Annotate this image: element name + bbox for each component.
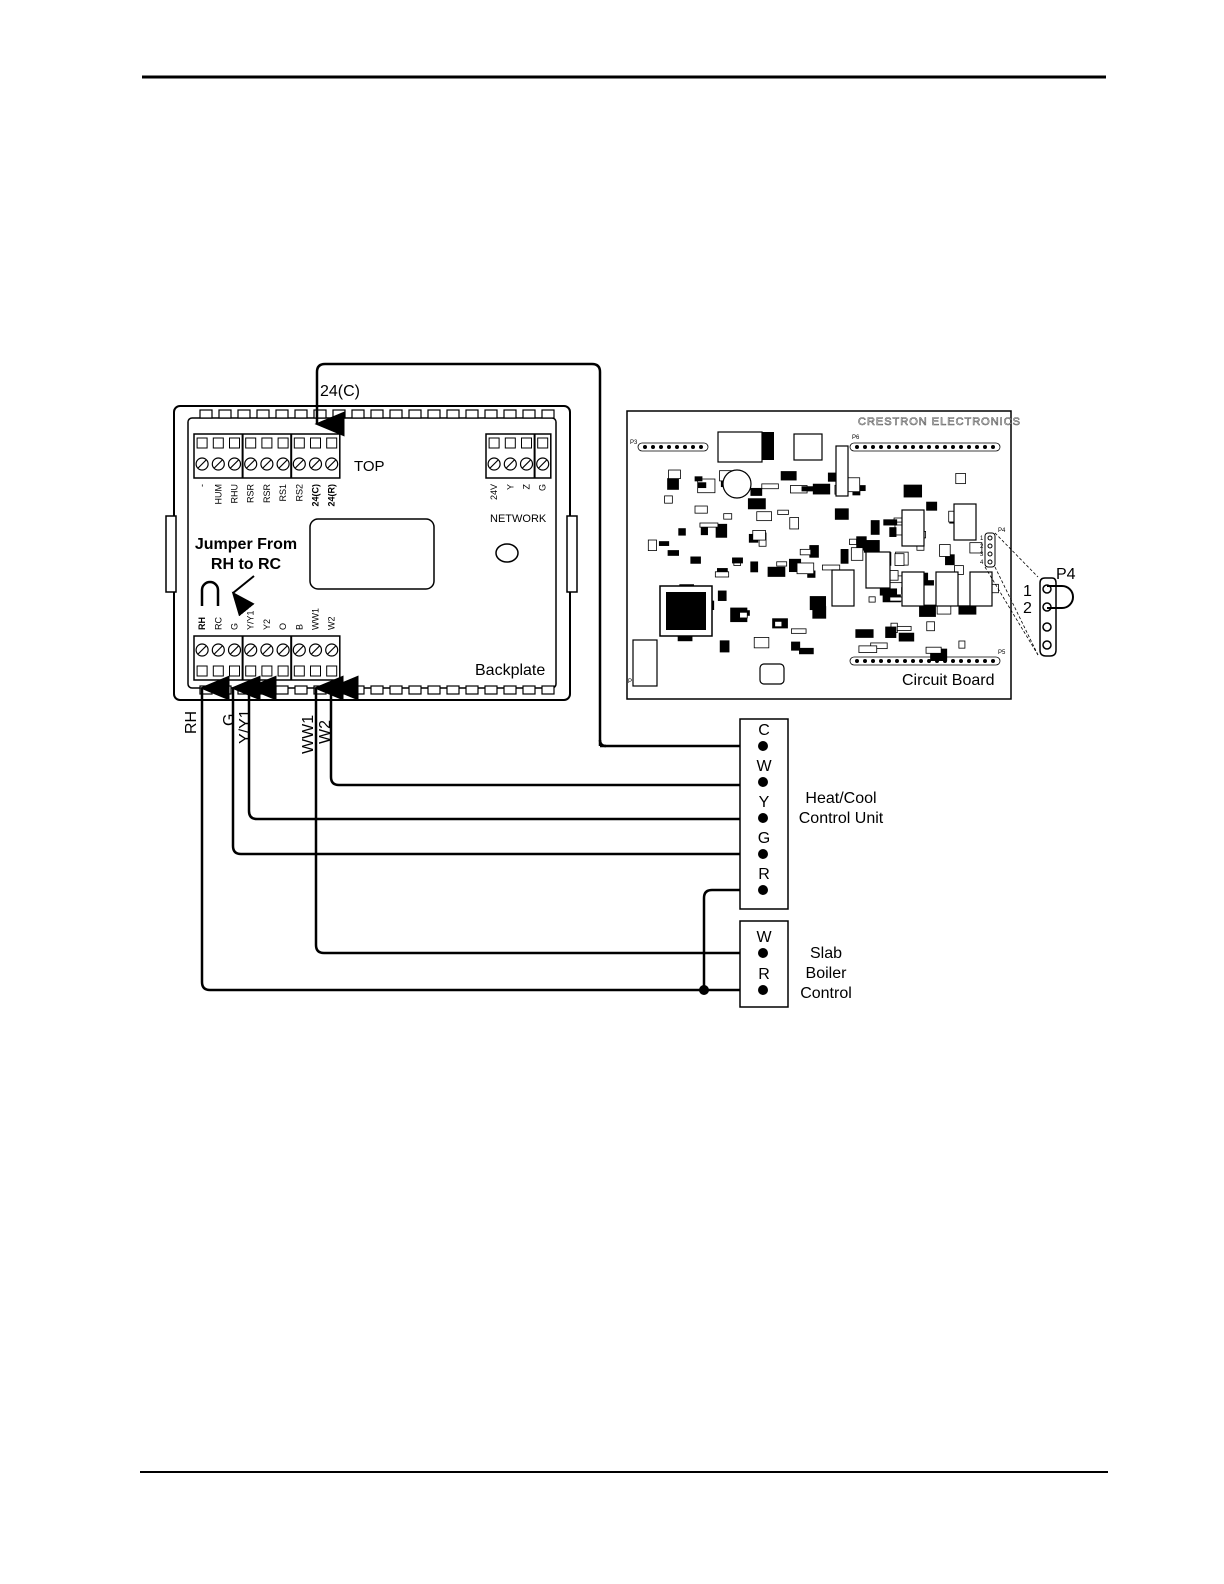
p4-label: P4 <box>1056 566 1076 583</box>
heat-cool-terminal-dot <box>758 741 768 751</box>
connector-p6: P6 <box>852 435 860 441</box>
bottom-terminal-label: B <box>294 624 304 630</box>
connector-p3: P3 <box>630 440 638 446</box>
top-terminal-label: RS1 <box>278 484 288 502</box>
heat-cool-unit: C W Y G R Heat/Cool Control Unit <box>740 719 884 909</box>
top-label: TOP <box>354 458 385 475</box>
circuit-board-title: Circuit Board <box>902 672 994 689</box>
bottom-terminal-label: WW1 <box>311 608 321 630</box>
jumper-note-line2: RH to RC <box>211 556 282 573</box>
bottom-terminal-label: O <box>278 623 288 630</box>
top-terminal-label: RSR <box>262 484 272 504</box>
slab-terminal-dot <box>758 985 768 995</box>
wire-ww1 <box>316 688 763 953</box>
wire-yy1 <box>249 688 763 819</box>
bottom-terminal-label: Y2 <box>262 619 272 630</box>
board-brand: CRESTRON ELECTRONICS <box>858 416 1021 428</box>
slab-title-line2: Boiler <box>806 965 848 982</box>
wire-label-w2: W2 <box>317 720 334 744</box>
network-label: NETWORK <box>490 513 547 525</box>
wire-w2 <box>331 688 763 785</box>
connector-p4: P4 <box>998 528 1006 534</box>
top-terminal-label: HUM <box>213 484 223 505</box>
wire-label-ww1: WW1 <box>300 715 317 754</box>
heat-cool-terminal-g: G <box>758 830 770 847</box>
circuit-board: CRESTRON ELECTRONICS P3 P6 P5 P1 P4 Circ… <box>627 411 1076 699</box>
slab-terminal-w: W <box>756 929 772 946</box>
heat-cool-terminal-r: R <box>758 866 770 883</box>
network-terminal-label: 24V <box>489 484 499 500</box>
bottom-terminal-label: RC <box>213 617 223 630</box>
bottom-terminal-label: W2 <box>327 617 337 631</box>
bottom-terminal-label: G <box>230 623 240 630</box>
connector-p5: P5 <box>998 650 1006 656</box>
wire-label-g: G <box>221 714 238 726</box>
network-terminal-label: G <box>538 484 548 491</box>
heat-cool-title-line1: Heat/Cool <box>805 790 876 807</box>
sensor-oval <box>496 544 518 562</box>
slab-boiler-control: W R Slab Boiler Control <box>740 921 852 1007</box>
heat-cool-terminal-dot <box>758 813 768 823</box>
bottom-terminal-label: RH <box>197 617 207 630</box>
slab-title-line1: Slab <box>810 945 842 962</box>
display-window <box>310 519 434 589</box>
top-terminal-label: RS2 <box>294 484 304 502</box>
slab-terminal-dot <box>758 948 768 958</box>
p4-pin2: 2 <box>1023 600 1032 617</box>
wire-label-yy1: Y/Y1 <box>237 709 254 744</box>
wire-label-24c: 24(C) <box>320 383 360 400</box>
top-terminal-label: RHU <box>230 484 240 504</box>
heat-cool-terminal-w: W <box>756 758 772 775</box>
wire-label-rh: RH <box>183 711 200 734</box>
slab-title-line3: Control <box>800 985 852 1002</box>
heat-cool-terminal-y: Y <box>759 794 770 811</box>
jumper-note-line1: Jumper From <box>195 536 297 553</box>
wire-g <box>233 688 763 854</box>
top-terminal-label: 24(C) <box>311 484 321 507</box>
top-terminal-label: 24(R) <box>327 484 337 507</box>
heat-cool-terminal-c: C <box>758 722 770 739</box>
heat-cool-title-line2: Control Unit <box>799 810 884 827</box>
slab-terminal-r: R <box>758 966 770 983</box>
heat-cool-terminal-dot <box>758 885 768 895</box>
top-terminal-label: - <box>197 484 207 487</box>
p4-pin1: 1 <box>1023 583 1032 600</box>
wire-junction <box>699 985 709 995</box>
wire-rh <box>202 688 763 990</box>
bottom-terminal-label: Y/Y1 <box>246 610 256 630</box>
network-terminal-label: Y <box>505 484 515 490</box>
network-terminal-label: Z <box>522 484 532 490</box>
p4-callout: P4 1 2 <box>1023 566 1076 656</box>
backplate-title: Backplate <box>475 662 545 679</box>
heat-cool-terminal-dot <box>758 777 768 787</box>
top-terminal-label: RSR <box>246 484 256 504</box>
heat-cool-terminal-dot <box>758 849 768 859</box>
